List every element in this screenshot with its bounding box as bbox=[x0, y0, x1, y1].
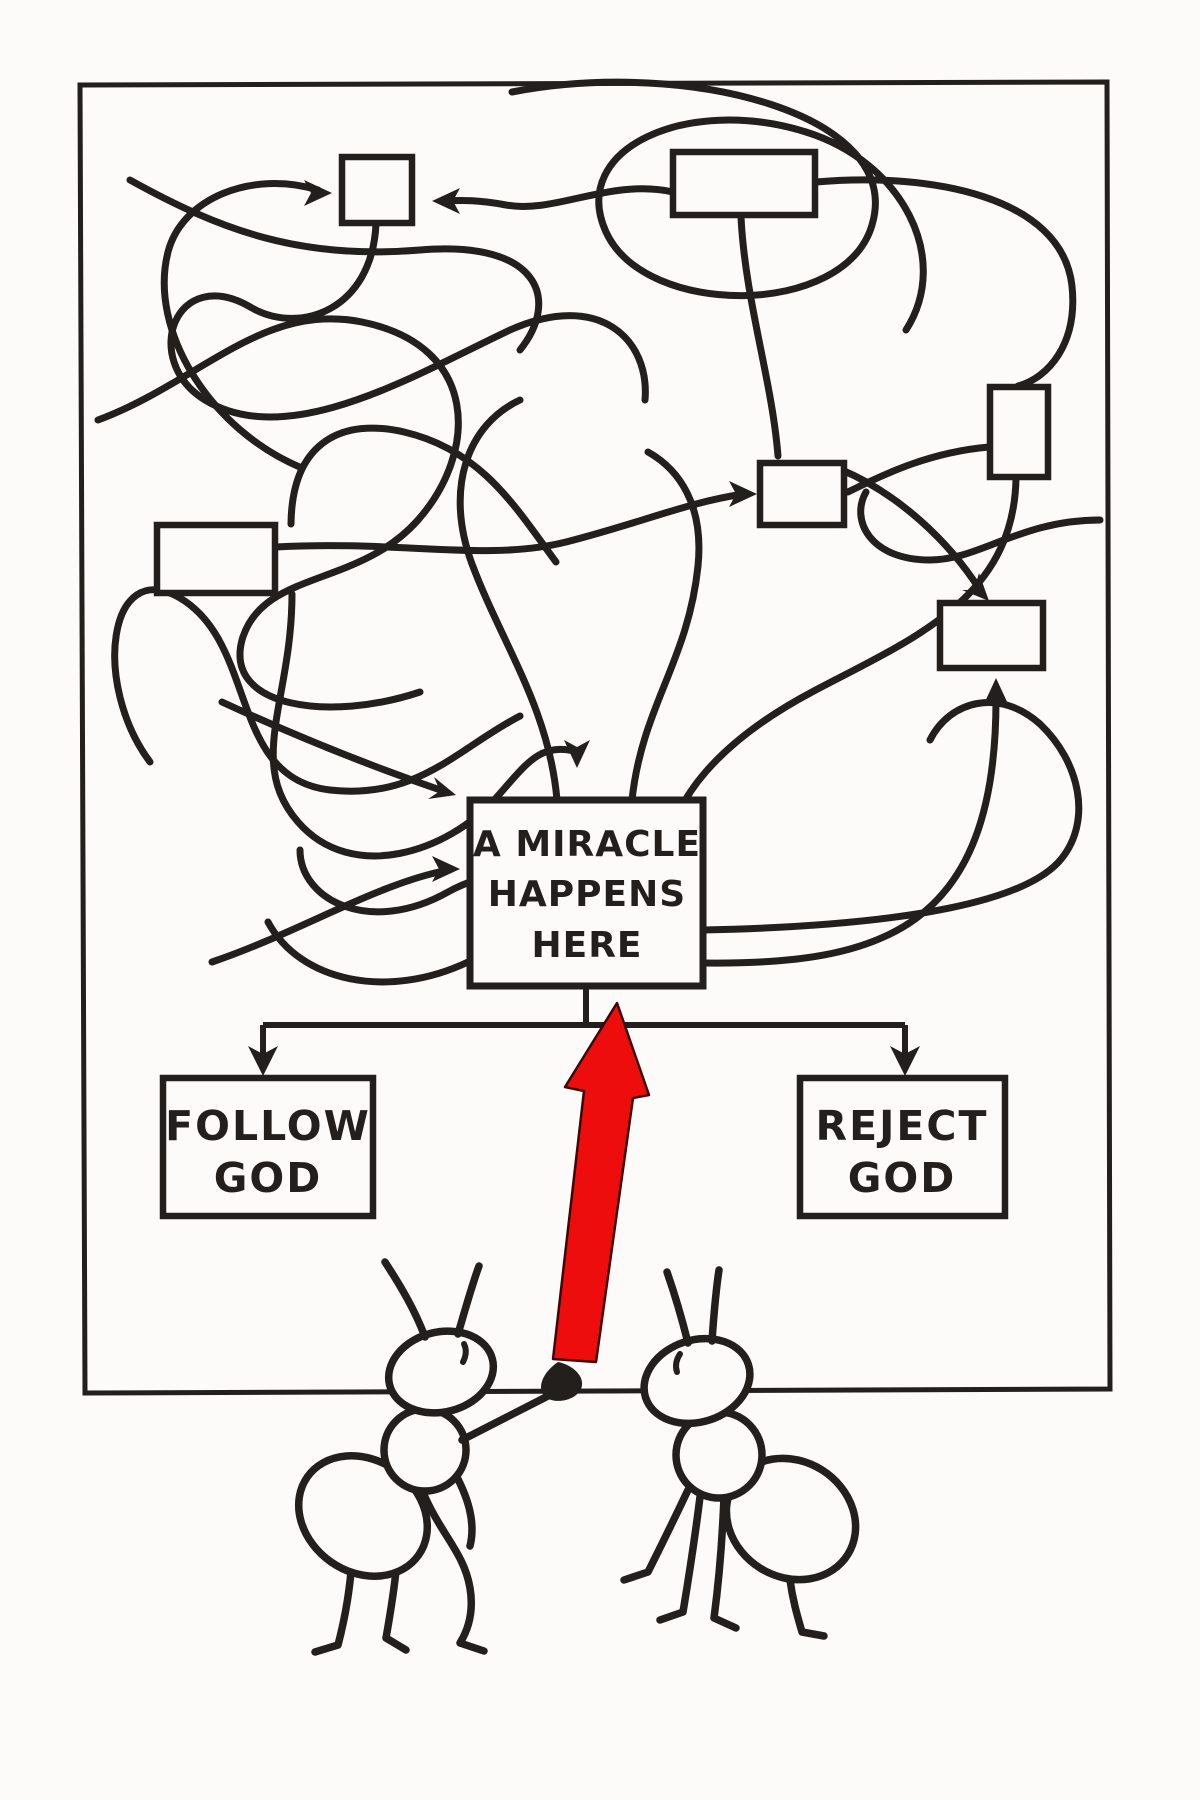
miracle-box-rect bbox=[466, 796, 707, 990]
tangle-line bbox=[699, 696, 1000, 967]
tangle-line bbox=[699, 699, 1083, 934]
tangle-line bbox=[812, 176, 1077, 390]
empty-box bbox=[669, 148, 819, 219]
maze-tangle bbox=[94, 78, 1104, 986]
left-ant bbox=[294, 1258, 583, 1656]
follow-god-label-line1: FOLLOW bbox=[165, 1102, 371, 1150]
ant-antenna bbox=[454, 1262, 483, 1338]
empty-box bbox=[986, 383, 1052, 481]
tangle-line bbox=[272, 490, 748, 555]
paintbrush-pointer-icon bbox=[541, 1362, 583, 1401]
tangle-line bbox=[456, 396, 561, 804]
arrowhead bbox=[729, 481, 757, 507]
arrowhead bbox=[432, 856, 460, 882]
tangle-line bbox=[167, 220, 649, 421]
ant-eye bbox=[673, 1351, 683, 1375]
arrowhead bbox=[432, 188, 460, 214]
ant-head bbox=[384, 1327, 498, 1417]
red-up-arrow-icon bbox=[551, 1001, 651, 1364]
tangle-line bbox=[857, 488, 1104, 564]
ant-antenna bbox=[708, 1266, 723, 1345]
ant-antenna bbox=[381, 1258, 429, 1341]
poster-frame bbox=[77, 79, 1113, 1396]
miracle-box: A MIRACLE HAPPENS HERE bbox=[466, 796, 707, 990]
flow-connectors bbox=[248, 986, 920, 1076]
reject-god-label-line1: REJECT bbox=[816, 1102, 989, 1150]
ant-leg bbox=[786, 1576, 828, 1640]
maze-boxes bbox=[153, 148, 1052, 672]
tangle-line bbox=[111, 586, 524, 795]
ant-leg bbox=[656, 1493, 704, 1624]
empty-box bbox=[338, 153, 416, 227]
arrowhead bbox=[890, 1046, 920, 1076]
arrowhead bbox=[962, 573, 989, 601]
right-ant bbox=[620, 1266, 860, 1640]
miracle-box-label-line3: HERE bbox=[531, 925, 642, 966]
arrowhead bbox=[304, 180, 332, 206]
tangle-line bbox=[287, 424, 560, 566]
ant-arm bbox=[458, 1392, 552, 1444]
arrowhead bbox=[983, 678, 1009, 706]
arrowhead bbox=[564, 740, 590, 768]
arrowhead bbox=[428, 777, 456, 799]
tangle-line bbox=[838, 466, 984, 594]
tangle-line bbox=[160, 180, 322, 472]
ant-eye bbox=[460, 1341, 469, 1365]
ant-thorax bbox=[380, 1405, 470, 1495]
tangle-line bbox=[269, 590, 582, 860]
tangle-line bbox=[208, 866, 452, 966]
tangle-line bbox=[737, 213, 782, 460]
arrowhead bbox=[248, 1046, 278, 1076]
empty-box bbox=[153, 521, 279, 597]
miracle-box-label-line1: A MIRACLE bbox=[473, 824, 701, 865]
ant-antenna bbox=[663, 1268, 692, 1347]
reject-god-box: REJECT GOD bbox=[796, 1074, 1009, 1220]
ant-leg bbox=[418, 1486, 488, 1655]
empty-box bbox=[936, 599, 1047, 672]
reject-god-label-line2: GOD bbox=[848, 1154, 957, 1202]
tangle-line bbox=[94, 315, 462, 711]
follow-god-box: FOLLOW GOD bbox=[159, 1074, 377, 1220]
follow-god-rect bbox=[159, 1074, 377, 1220]
tangle-line bbox=[126, 176, 543, 354]
tangle-line bbox=[264, 918, 472, 986]
tangle-line bbox=[628, 448, 703, 804]
tangle-line bbox=[844, 443, 993, 496]
miracle-box-label-line2: HAPPENS bbox=[488, 874, 686, 915]
reject-god-rect bbox=[796, 1074, 1009, 1220]
follow-god-label-line2: GOD bbox=[214, 1154, 323, 1202]
tangle-line bbox=[508, 78, 927, 334]
tangle-line bbox=[442, 185, 677, 210]
empty-box bbox=[756, 459, 848, 529]
ant-leg bbox=[620, 1486, 692, 1584]
